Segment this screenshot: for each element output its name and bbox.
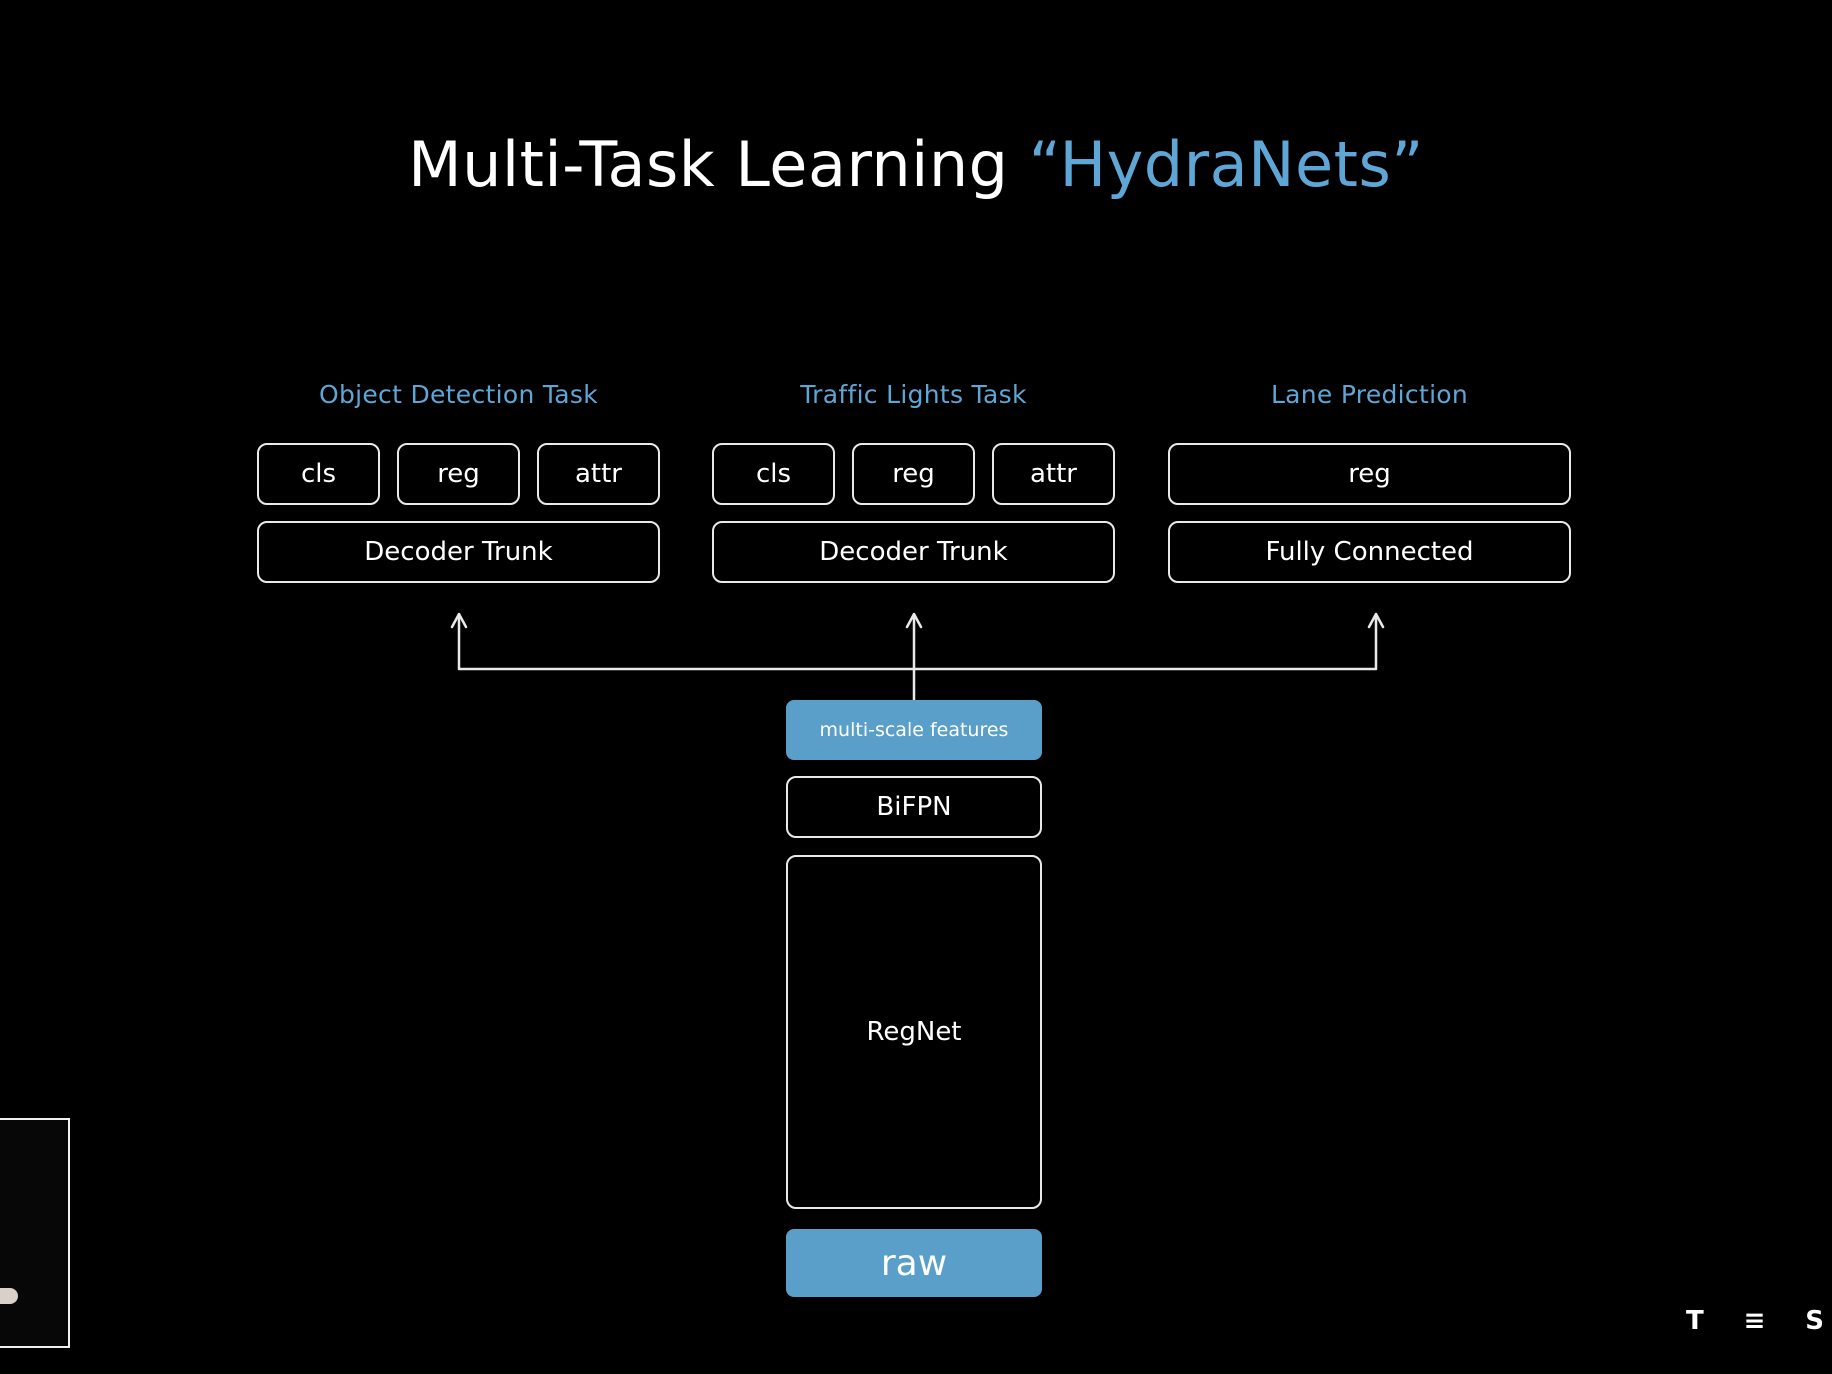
traffic-lights-attr-head: attr <box>992 443 1115 505</box>
bifpn-box: BiFPN <box>786 776 1042 838</box>
multi-scale-features-box: multi-scale features <box>786 700 1042 760</box>
brand-letter-e: ≡ <box>1743 1306 1768 1336</box>
traffic-lights-reg-head: reg <box>852 443 975 505</box>
raw-input-box: raw <box>786 1229 1042 1297</box>
brand-letter-s: S <box>1805 1306 1826 1336</box>
regnet-box: RegNet <box>786 855 1042 1209</box>
traffic-lights-decoder-trunk: Decoder Trunk <box>712 521 1115 583</box>
object-detection-reg-head: reg <box>397 443 520 505</box>
task-label-traffic-lights: Traffic Lights Task <box>800 380 1027 409</box>
object-detection-attr-head: attr <box>537 443 660 505</box>
title-accent: “HydraNets” <box>1028 128 1424 201</box>
lane-prediction-fully-connected: Fully Connected <box>1168 521 1571 583</box>
arrowhead-right <box>1367 612 1385 629</box>
lane-prediction-reg-head: reg <box>1168 443 1571 505</box>
slide-title: Multi-Task Learning “HydraNets” <box>0 128 1832 201</box>
speaker-hand-shape <box>0 1288 18 1304</box>
title-main: Multi-Task Learning <box>408 128 1009 201</box>
brand-letter-t: T <box>1686 1306 1706 1336</box>
arrowhead-left <box>450 612 468 629</box>
branch-line <box>457 615 1378 671</box>
object-detection-cls-head: cls <box>257 443 380 505</box>
traffic-lights-cls-head: cls <box>712 443 835 505</box>
brand-logo: T ≡ S <box>1686 1306 1826 1336</box>
speaker-thumbnail <box>0 1118 70 1348</box>
task-label-lane-prediction: Lane Prediction <box>1270 380 1469 409</box>
task-label-object-detection: Object Detection Task <box>318 380 599 409</box>
object-detection-decoder-trunk: Decoder Trunk <box>257 521 660 583</box>
arrowhead-center <box>905 612 923 629</box>
